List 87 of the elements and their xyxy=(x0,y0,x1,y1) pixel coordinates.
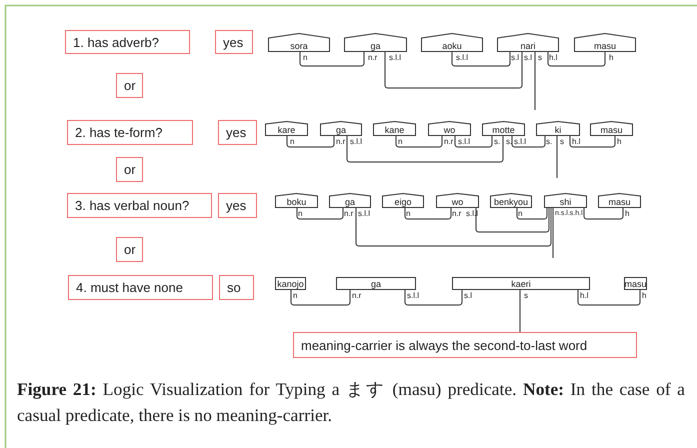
link-label: h xyxy=(617,137,622,146)
link-label: s. xyxy=(506,137,512,146)
word-box: aoku xyxy=(421,33,483,52)
label-box: or xyxy=(116,157,143,182)
word-box: masu xyxy=(574,33,636,52)
link-label: n.r xyxy=(368,53,378,62)
link-label: s. xyxy=(546,137,552,146)
label-box: yes xyxy=(218,193,257,218)
label-box: or xyxy=(116,237,143,262)
word-box: kare xyxy=(265,121,308,136)
link-line xyxy=(556,136,558,178)
link-label: n xyxy=(406,209,410,218)
link-line xyxy=(300,52,364,66)
word-box: motte xyxy=(482,121,525,136)
link-label: s.l.l xyxy=(456,53,468,62)
link-line xyxy=(534,52,536,110)
link-label: h xyxy=(609,53,614,62)
word-box: nari xyxy=(497,33,559,52)
label-box: yes xyxy=(218,120,257,145)
link-line xyxy=(578,290,640,306)
word-box: ga xyxy=(336,277,416,290)
link-label: n xyxy=(290,137,294,146)
label-box: 2. has te-form? xyxy=(67,120,193,145)
word-box: masu xyxy=(590,121,633,136)
link-label: n xyxy=(398,137,402,146)
link-label: n.r xyxy=(352,291,362,300)
word-box: masu xyxy=(598,193,641,208)
link-line xyxy=(454,136,492,148)
link-label: s.l xyxy=(511,53,519,62)
link-line xyxy=(346,136,504,162)
link-label: n.r xyxy=(336,137,346,146)
link-label: s.l xyxy=(524,53,532,62)
word-box: wo xyxy=(428,121,471,136)
link-label: n.r xyxy=(452,209,462,218)
word-box: ki xyxy=(536,121,580,136)
link-line xyxy=(548,52,606,66)
link-label: s xyxy=(538,53,542,62)
word-box: masu xyxy=(624,277,647,290)
link-label: h xyxy=(625,209,630,218)
link-label: s.l.l xyxy=(407,291,419,300)
label-box: 4. must have none xyxy=(68,275,213,300)
link-label: n xyxy=(293,291,298,300)
link-label: h.l xyxy=(572,137,580,146)
word-box: shi xyxy=(544,193,587,208)
link-line xyxy=(356,208,552,246)
link-label: s.l xyxy=(464,291,472,300)
word-box: kanojo xyxy=(275,277,306,290)
label-box: 3. has verbal noun? xyxy=(67,193,212,218)
link-label: n.r xyxy=(344,209,354,218)
label-box: yes xyxy=(215,30,253,54)
link-label: s.l.l xyxy=(389,53,401,62)
link-line xyxy=(512,136,546,148)
link-label: n xyxy=(518,209,522,218)
link-label: s.l.l xyxy=(458,137,470,146)
link-line xyxy=(290,290,350,306)
word-box: benkyou xyxy=(490,193,532,208)
link-line xyxy=(384,52,522,88)
word-box: sora xyxy=(268,33,330,52)
link-label: s.l.l xyxy=(358,209,370,218)
link-label: s. xyxy=(494,137,500,146)
word-box: kane xyxy=(373,121,416,136)
word-box: kaeri xyxy=(452,277,590,290)
word-box: eigo xyxy=(382,193,424,208)
link-label: n xyxy=(298,209,302,218)
link-label: s xyxy=(560,137,564,146)
word-box: boku xyxy=(275,193,318,208)
caption: Figure 21: Logic Visualization for Typing a ます (masu) predicate. Note: In the case of a casual predicate, there is no meaning-carrier. xyxy=(17,378,685,427)
link-label: n xyxy=(303,53,308,62)
link-line xyxy=(476,208,550,232)
word-box: wo xyxy=(436,193,479,208)
link-label: h.l xyxy=(549,53,558,62)
label-box: 1. has adverb? xyxy=(65,30,190,54)
word-box: ga xyxy=(329,193,371,208)
link-label: h.l xyxy=(580,291,588,300)
word-box: ga xyxy=(344,33,407,52)
link-label: s.l.l xyxy=(514,137,526,146)
link-label: h xyxy=(642,291,646,300)
link-line xyxy=(452,52,510,66)
label-box: or xyxy=(116,73,143,98)
word-box: ga xyxy=(320,121,362,136)
label-box: so xyxy=(219,275,254,300)
link-label: n.r xyxy=(444,137,454,146)
link-label: s xyxy=(524,291,528,300)
link-label: s.l.l xyxy=(350,137,362,146)
note-box: meaning-carrier is always the second-to-last word xyxy=(293,332,637,358)
link-line xyxy=(552,208,554,258)
link-line xyxy=(404,290,462,306)
